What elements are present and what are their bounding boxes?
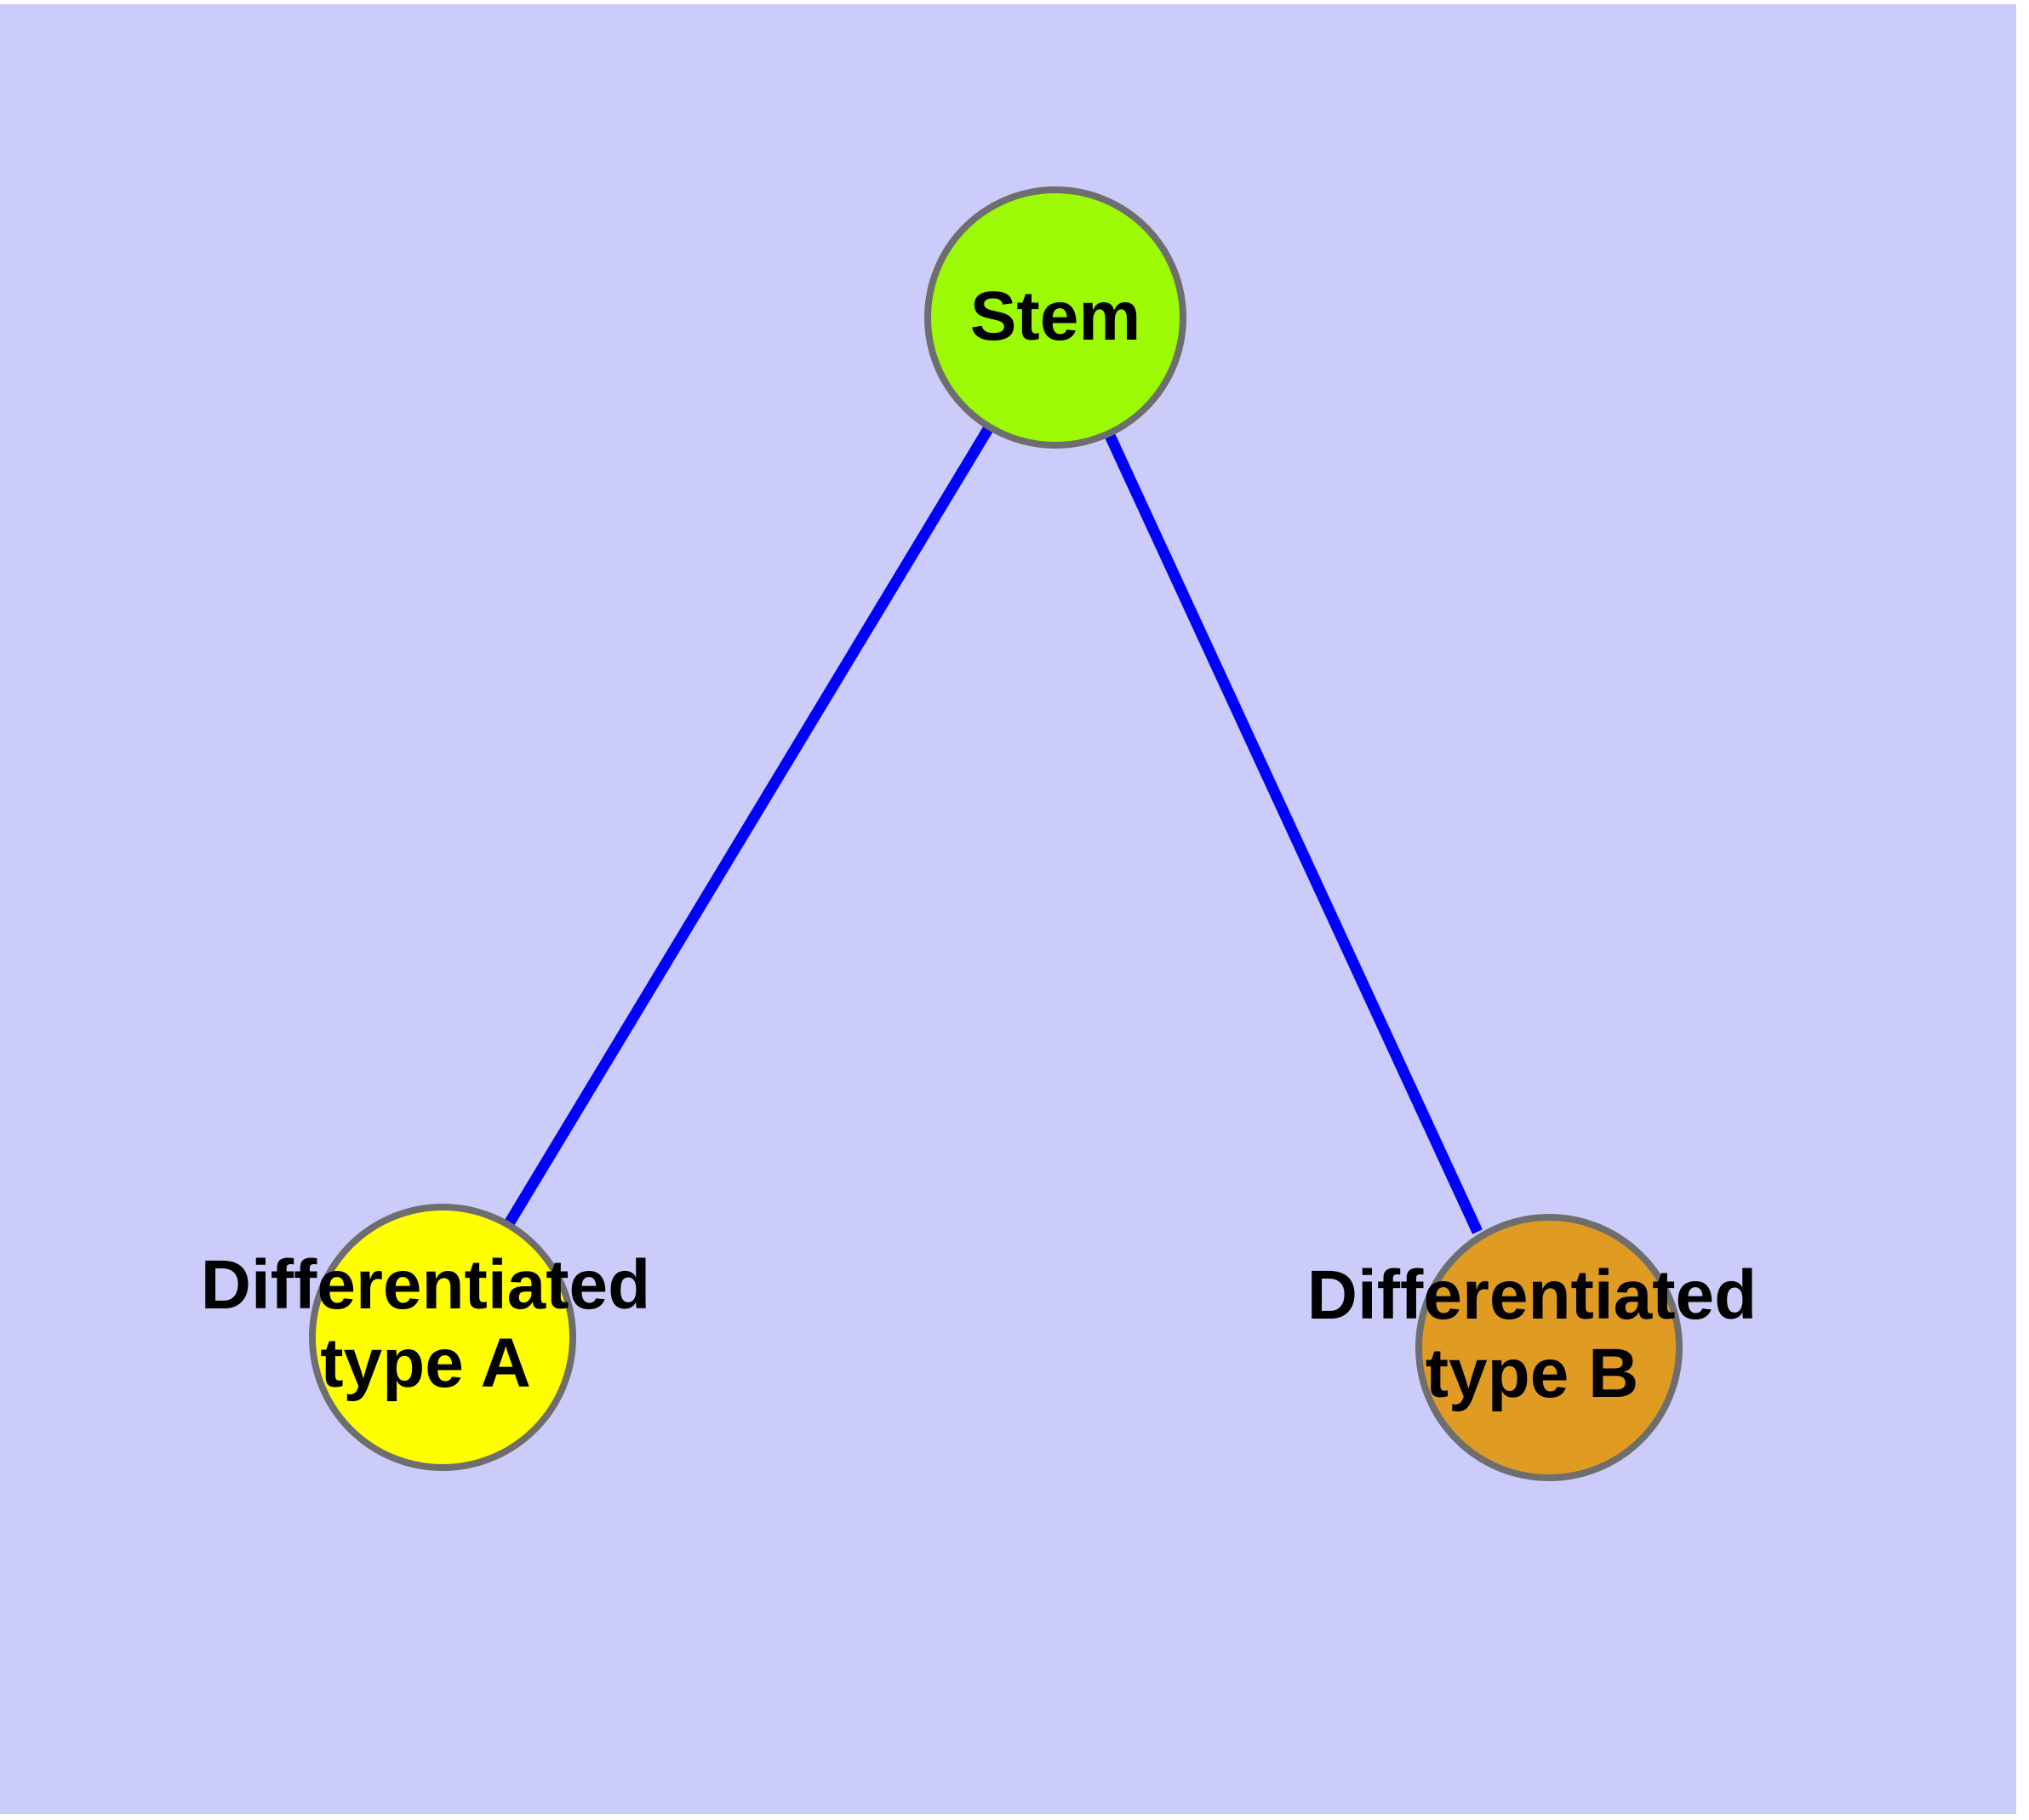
node-stem-circle[interactable] (924, 186, 1186, 449)
node-label-line: type B (1426, 1335, 1639, 1412)
node-stem-label: Stem (970, 278, 1141, 355)
node-stem[interactable]: Stem (924, 186, 1186, 449)
node-label-line: type A (320, 1325, 531, 1402)
node-label-line: Differentiated (201, 1246, 651, 1324)
edge-layer (503, 314, 1483, 1234)
edge-stem-to-differentiated-type-a[interactable] (503, 314, 1060, 1228)
node-label-line: Differentiated (1307, 1256, 1758, 1334)
node-differentiated-type-b-circle[interactable] (1415, 1214, 1683, 1481)
node-differentiated-type-a-circle[interactable] (309, 1204, 576, 1471)
node-label-line: Stem (970, 278, 1141, 355)
edge-stem-to-differentiated-type-b[interactable] (1050, 315, 1483, 1234)
